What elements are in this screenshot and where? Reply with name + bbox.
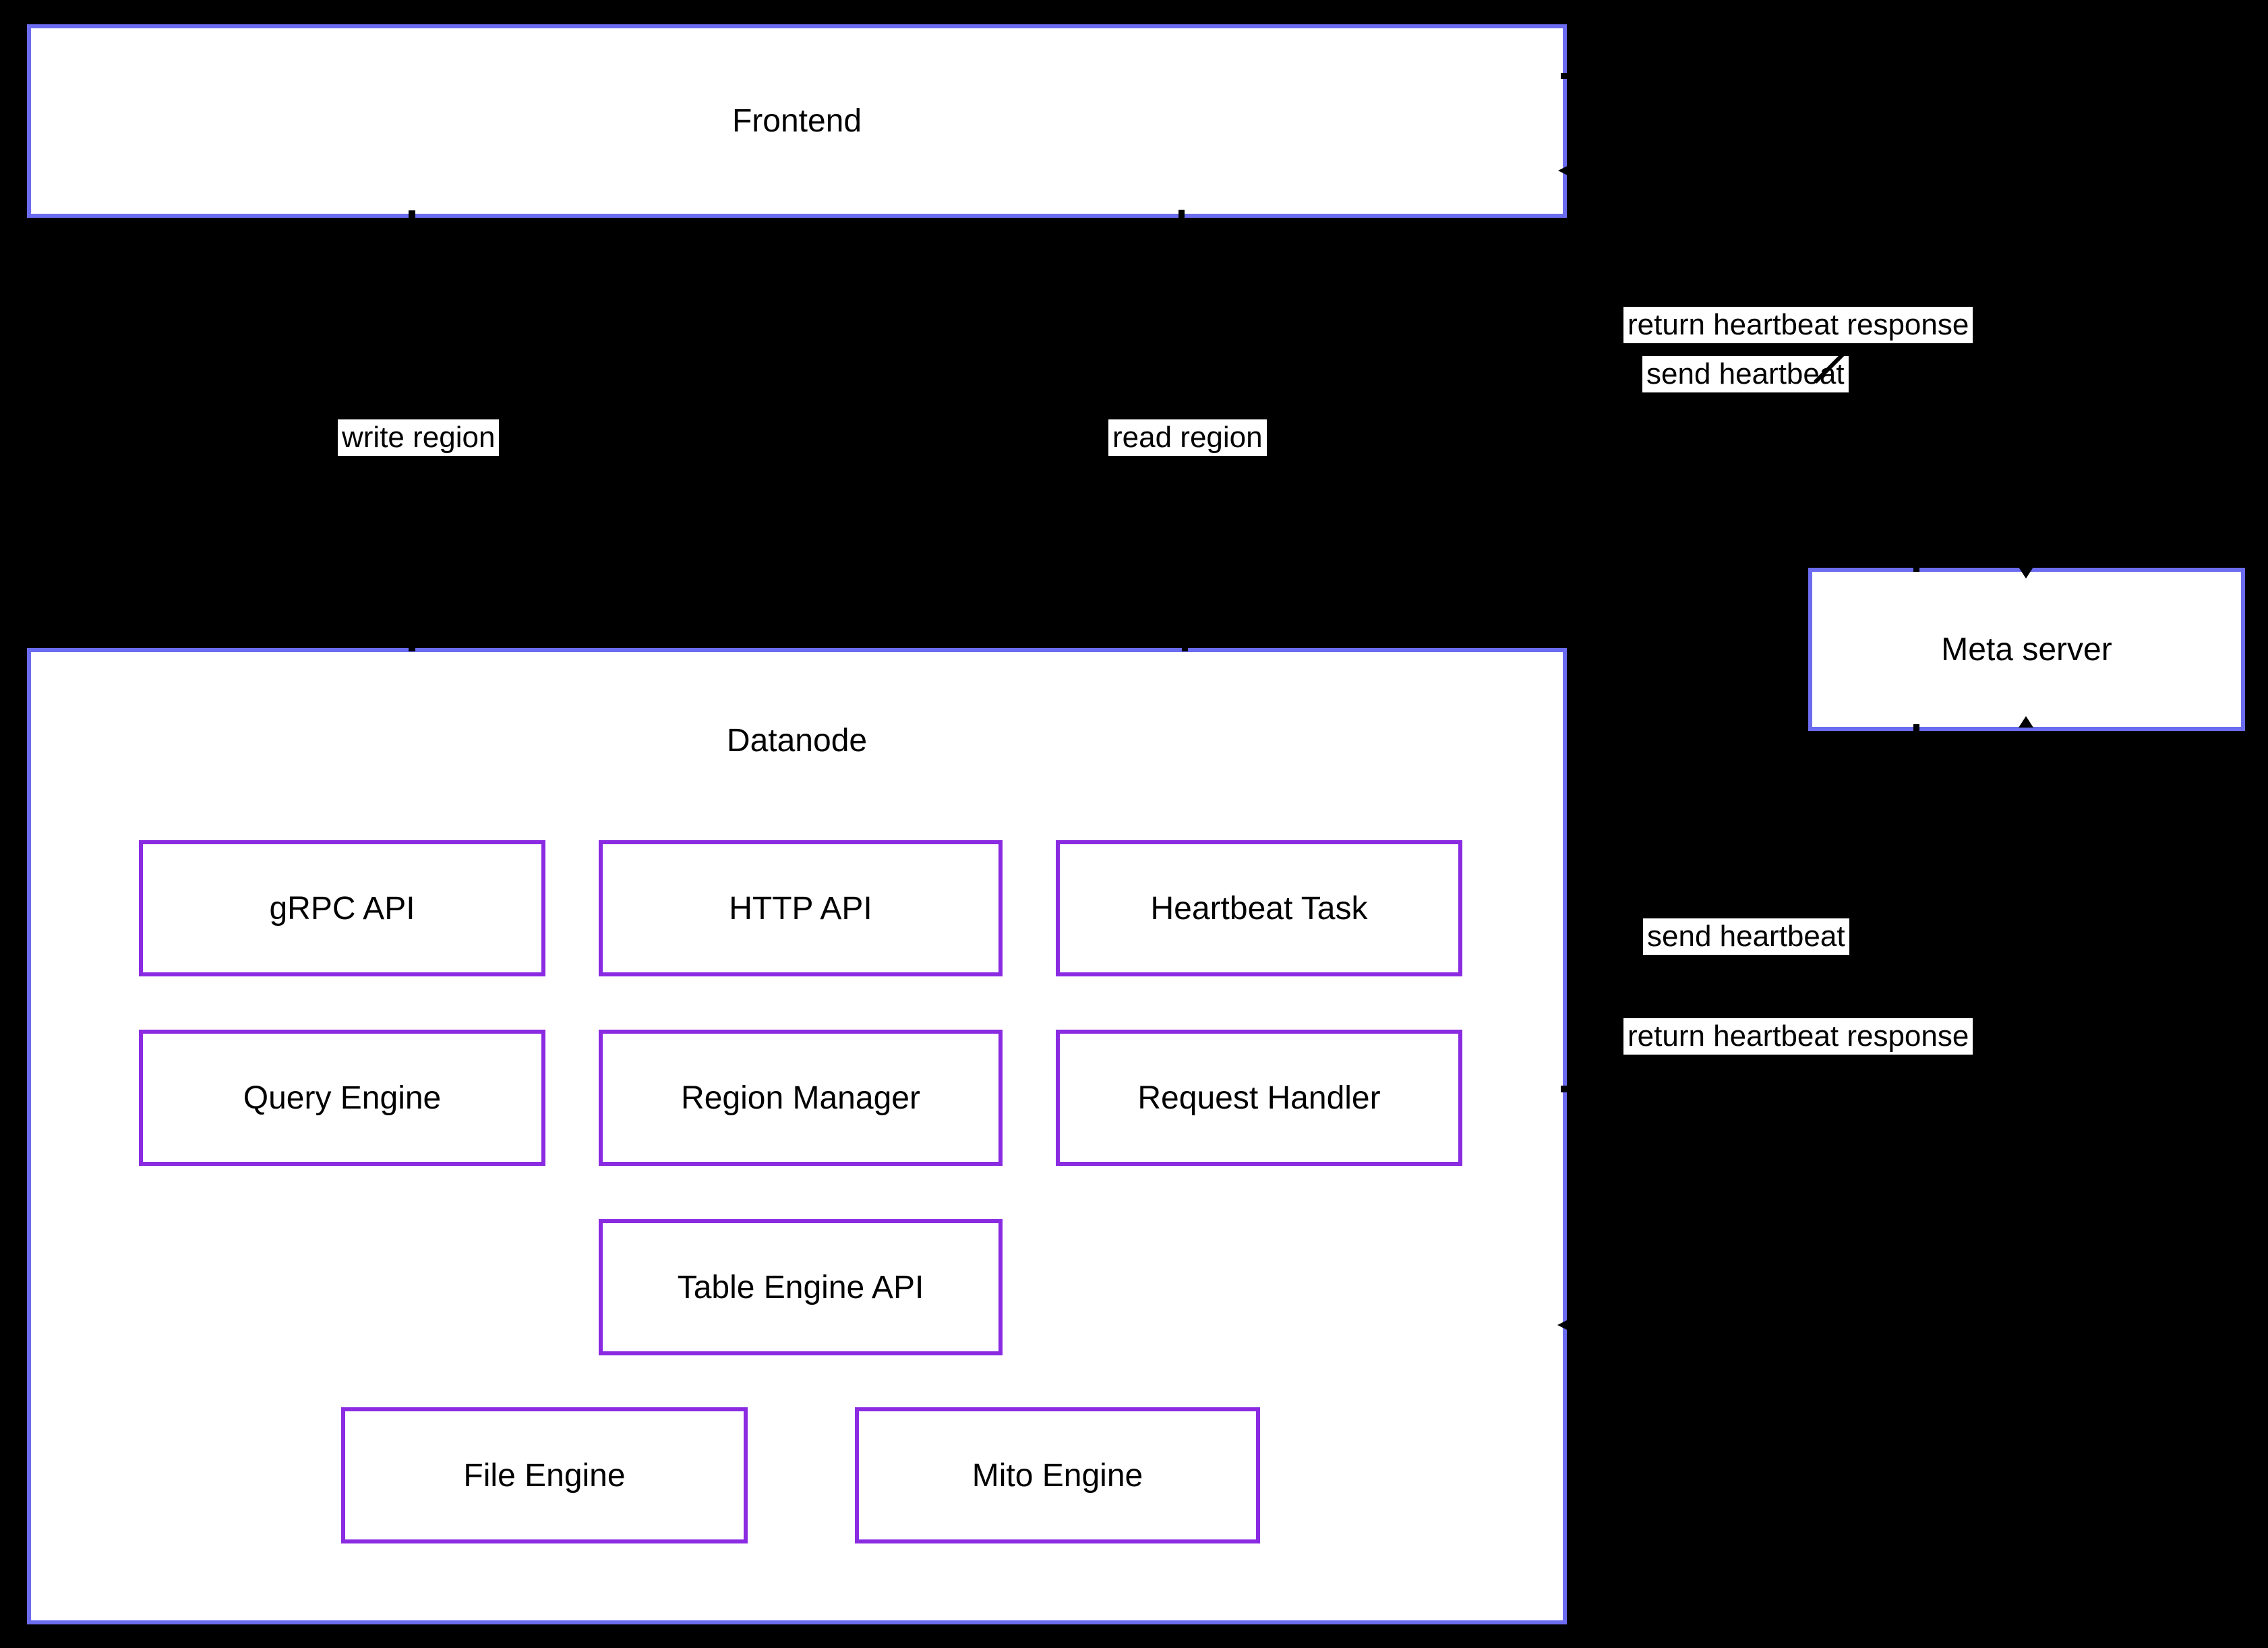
edge-label-read-region: read region bbox=[1108, 419, 1267, 456]
edge-tick-send-heartbeat-datanode bbox=[1561, 1086, 1570, 1092]
edge-label-frontend-send-heartbeat: send heartbeat bbox=[1642, 356, 1849, 392]
meta-server-label: Meta server bbox=[1941, 631, 2112, 668]
arrowhead-send-heartbeat-into-meta-bottom bbox=[2019, 716, 2033, 728]
arrowhead-return-heartbeat-into-datanode bbox=[1557, 1316, 1576, 1334]
edge-tick-write-region-frontend bbox=[409, 210, 415, 218]
edge-tick-return-heartbeat-meta-bottom bbox=[1913, 724, 1919, 732]
edge-tick-write-region-datanode bbox=[409, 643, 415, 651]
component-table-engine-api: Table Engine API bbox=[599, 1219, 1003, 1355]
edge-tick-read-region-frontend bbox=[1178, 210, 1185, 218]
edge-label-datanode-return-heartbeat: return heartbeat response bbox=[1623, 1018, 1973, 1055]
datanode-label: Datanode bbox=[726, 723, 868, 759]
component-grpc-api: gRPC API bbox=[139, 840, 545, 976]
datanode-cluster: Datanode gRPC API HTTP API Heartbeat Tas… bbox=[27, 648, 1567, 1624]
component-file-engine: File Engine bbox=[341, 1407, 748, 1543]
component-mito-engine: Mito Engine bbox=[855, 1407, 1260, 1543]
edge-label-write-region: write region bbox=[338, 419, 500, 456]
frontend-label: Frontend bbox=[732, 103, 862, 139]
edge-tick-send-heartbeat-frontend bbox=[1561, 73, 1570, 79]
arrowhead-return-heartbeat-into-frontend bbox=[1558, 162, 1576, 179]
arrowhead-send-heartbeat-into-meta-top bbox=[2019, 567, 2033, 579]
component-request-handler: Request Handler bbox=[1056, 1030, 1462, 1166]
meta-server-node: Meta server bbox=[1808, 568, 2245, 731]
component-heartbeat-task: Heartbeat Task bbox=[1056, 840, 1462, 976]
edge-label-frontend-return-heartbeat: return heartbeat response bbox=[1623, 307, 1973, 343]
component-region-manager: Region Manager bbox=[599, 1030, 1003, 1166]
component-http-api: HTTP API bbox=[599, 840, 1003, 976]
component-query-engine: Query Engine bbox=[139, 1030, 545, 1166]
edge-tick-return-heartbeat-meta-top bbox=[1913, 564, 1919, 572]
edge-tick-read-region-datanode bbox=[1182, 643, 1188, 651]
edge-label-datanode-send-heartbeat: send heartbeat bbox=[1643, 918, 1849, 955]
frontend-node: Frontend bbox=[27, 24, 1567, 218]
